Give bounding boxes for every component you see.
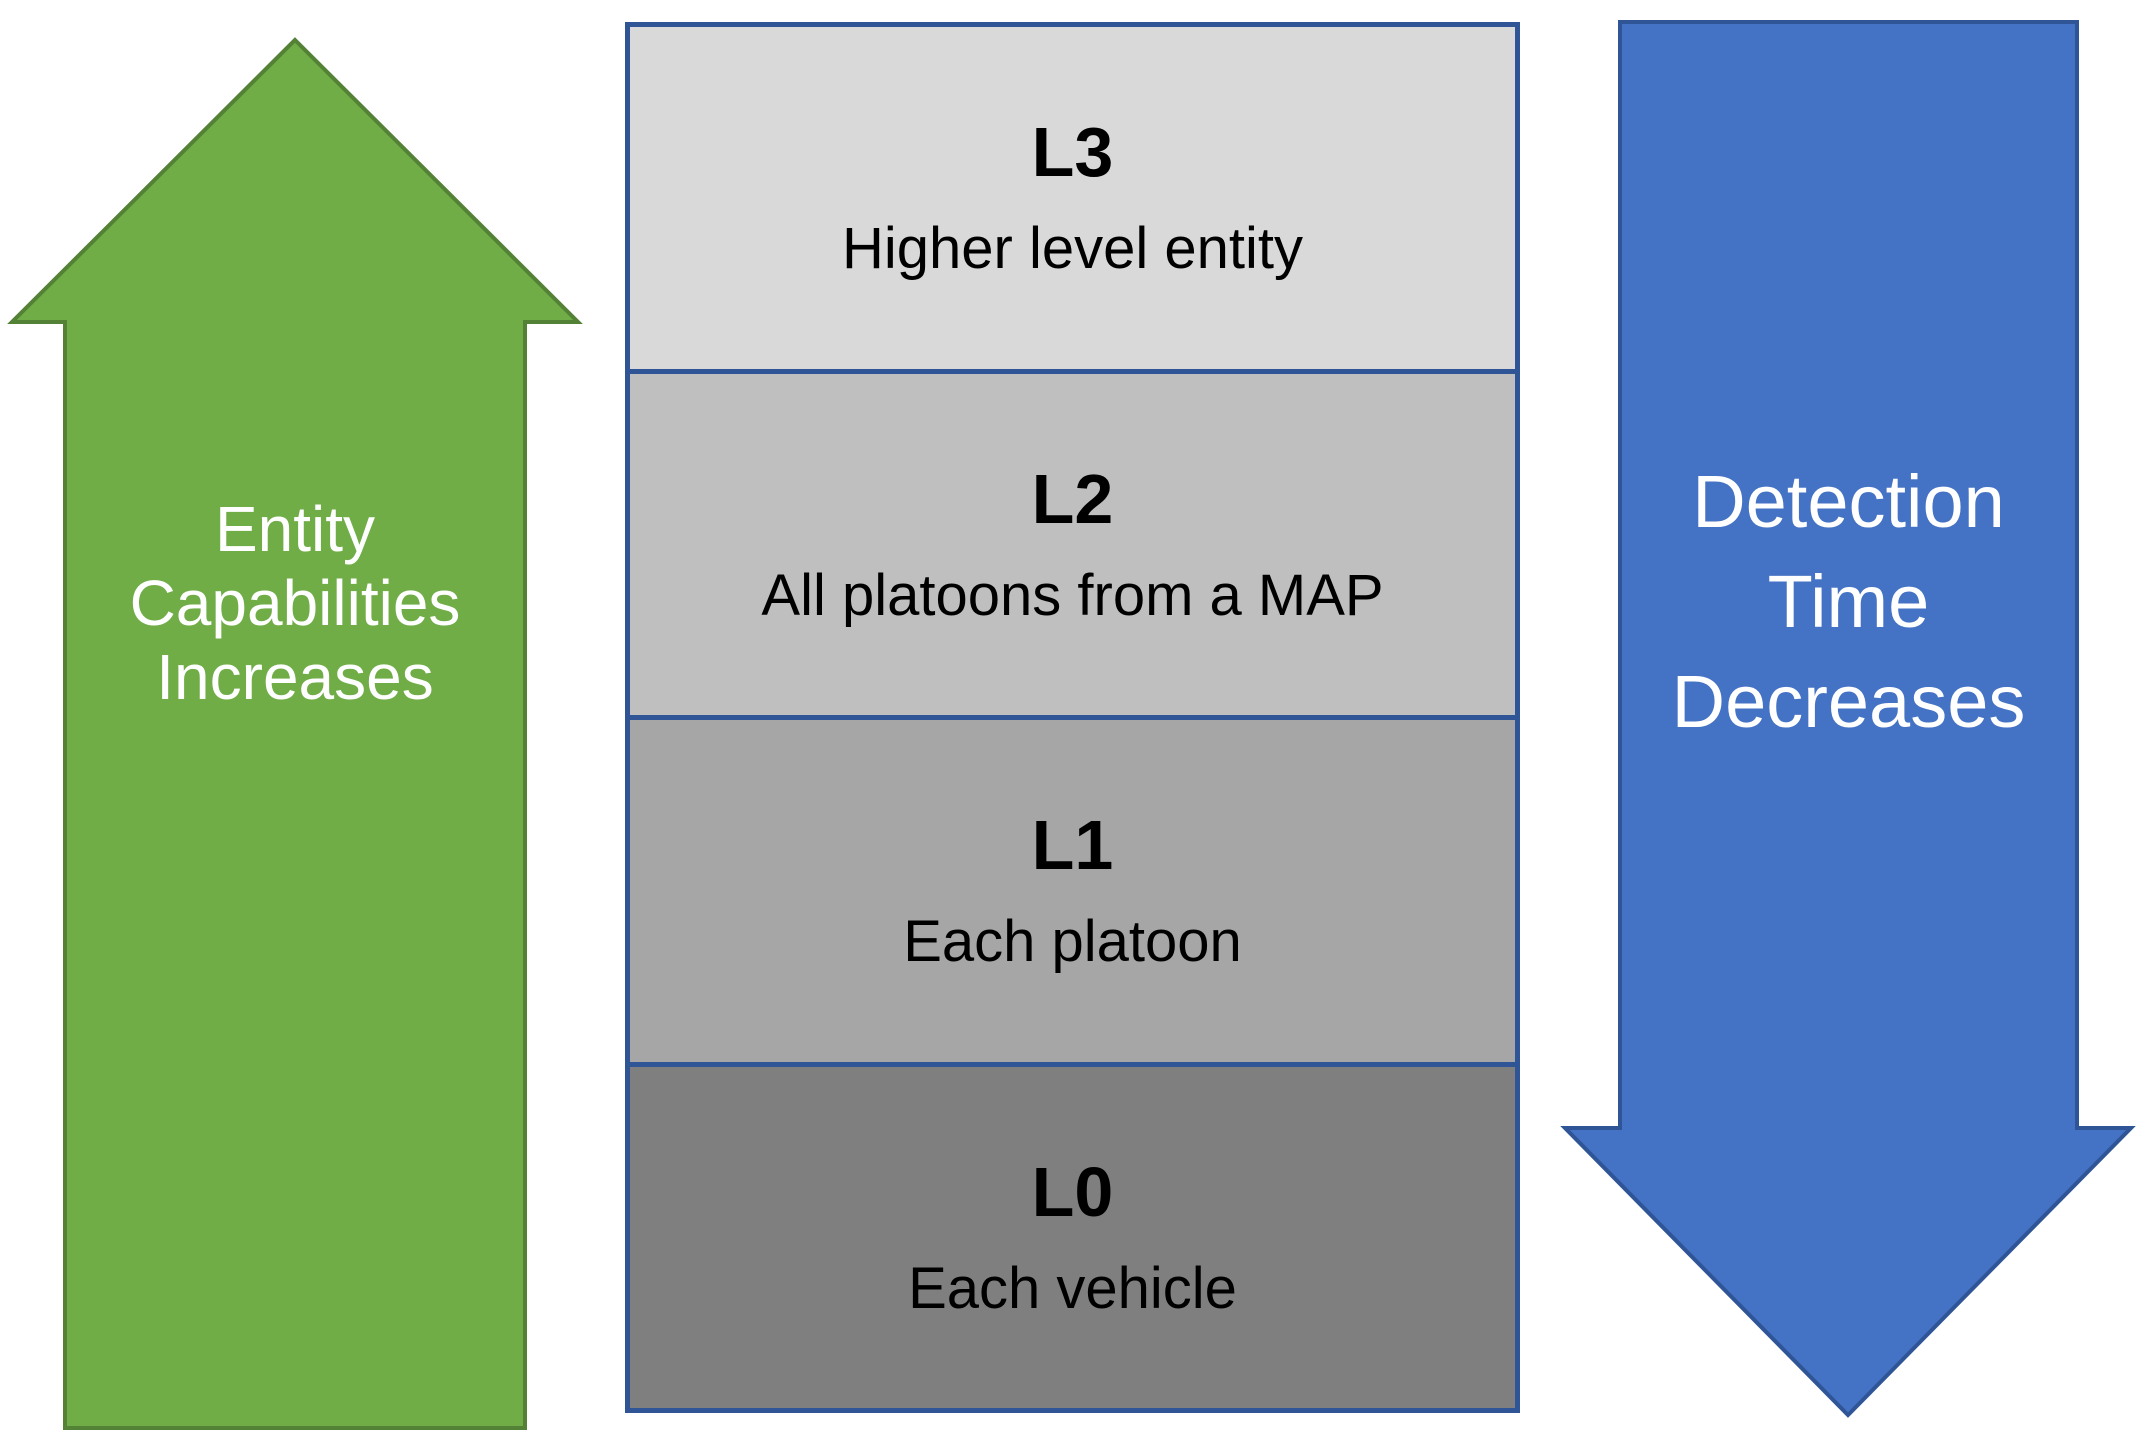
right-arrow-label: Detection Time Decreases bbox=[1620, 452, 2077, 752]
level-stack: L3 Higher level entity L2 All platoons f… bbox=[625, 22, 1520, 1413]
right-arrow-label-line2: Time bbox=[1767, 560, 1930, 643]
left-arrow-label-line2: Capabilities bbox=[129, 567, 461, 639]
level-row-l3: L3 Higher level entity bbox=[630, 27, 1515, 369]
right-arrow-label-line3: Decreases bbox=[1671, 660, 2026, 743]
level-row-l2: L2 All platoons from a MAP bbox=[630, 368, 1515, 715]
level-l3-description: Higher level entity bbox=[842, 216, 1303, 282]
entity-capabilities-up-arrow-icon bbox=[7, 37, 583, 1430]
detection-time-down-arrow-icon bbox=[1560, 20, 2136, 1418]
level-l0-title: L0 bbox=[1031, 1152, 1114, 1231]
right-arrow-label-line1: Detection bbox=[1692, 460, 2005, 543]
level-l2-title: L2 bbox=[1031, 459, 1114, 538]
level-row-l1: L1 Each platoon bbox=[630, 715, 1515, 1062]
level-l1-title: L1 bbox=[1031, 806, 1114, 885]
level-l3-title: L3 bbox=[1031, 113, 1114, 192]
left-arrow-label-line1: Entity bbox=[214, 493, 376, 565]
level-row-l0: L0 Each vehicle bbox=[630, 1061, 1515, 1408]
left-arrow-label: Entity Capabilities Increases bbox=[65, 492, 525, 714]
level-l1-description: Each platoon bbox=[903, 909, 1242, 975]
left-arrow-label-line3: Increases bbox=[156, 641, 434, 713]
level-l2-description: All platoons from a MAP bbox=[761, 562, 1384, 628]
level-l0-description: Each vehicle bbox=[908, 1255, 1237, 1321]
